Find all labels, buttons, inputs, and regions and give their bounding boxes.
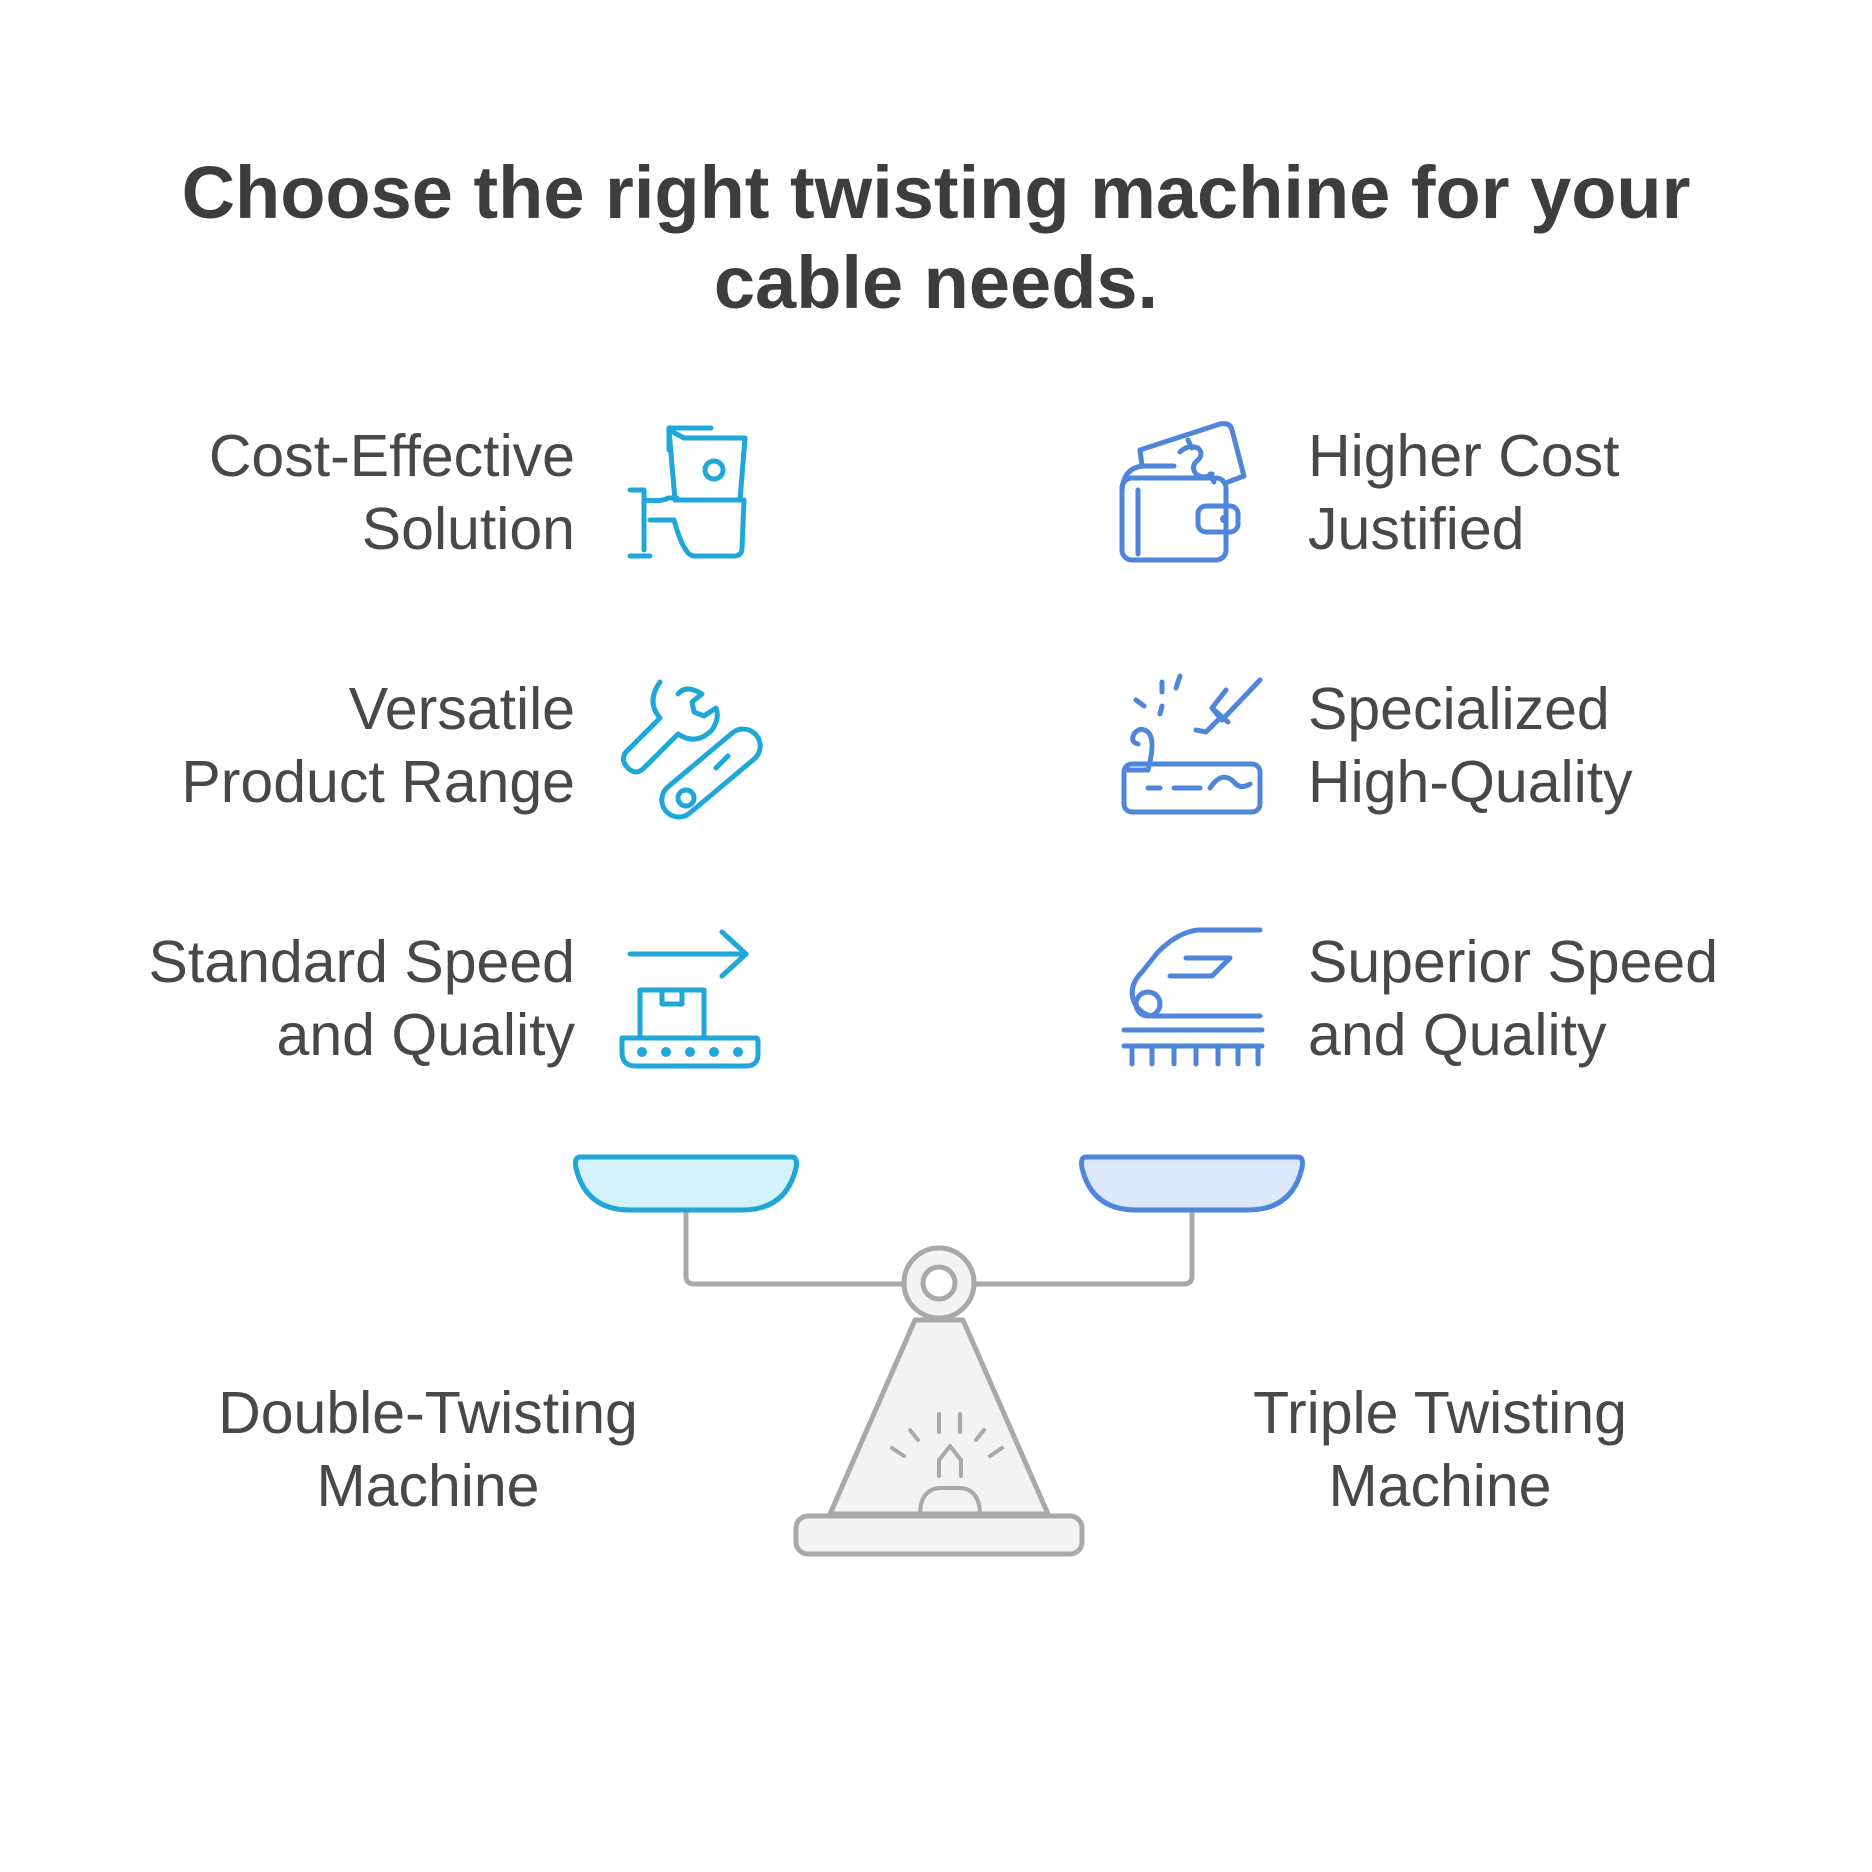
conveyor-belt-icon [619, 929, 761, 1069]
left-option-name: Double-Twisting Machine [218, 1380, 638, 1519]
page-title: Choose the right twisting machine for yo… [181, 151, 1691, 324]
right-feature-1-label: Higher Cost Justified [1308, 423, 1620, 562]
left-feature-2-label: Versatile Product Range [181, 676, 575, 815]
right-option-name: Triple Twisting Machine [1253, 1380, 1627, 1519]
right-feature-2-label: Specialized High-Quality [1308, 676, 1633, 815]
left-pan [573, 1154, 799, 1213]
right-feature-3-label: Superior Speed and Quality [1308, 929, 1719, 1068]
wrench-tools-icon [620, 679, 763, 820]
right-pan [1079, 1154, 1305, 1213]
right-beam [967, 1207, 1195, 1287]
wallet-money-icon [1119, 421, 1247, 563]
left-beam [683, 1207, 911, 1287]
bulb-icon [890, 1412, 1004, 1517]
bullet-train-icon [1121, 927, 1265, 1067]
left-feature-3-label: Standard Speed and Quality [148, 929, 575, 1068]
scale-base [793, 1513, 1085, 1557]
left-feature-1-label: Cost-Effective Solution [208, 423, 575, 562]
hand-money-icon [627, 425, 748, 559]
craft-knife-icon [1121, 673, 1263, 815]
pivot-inner [920, 1264, 958, 1302]
